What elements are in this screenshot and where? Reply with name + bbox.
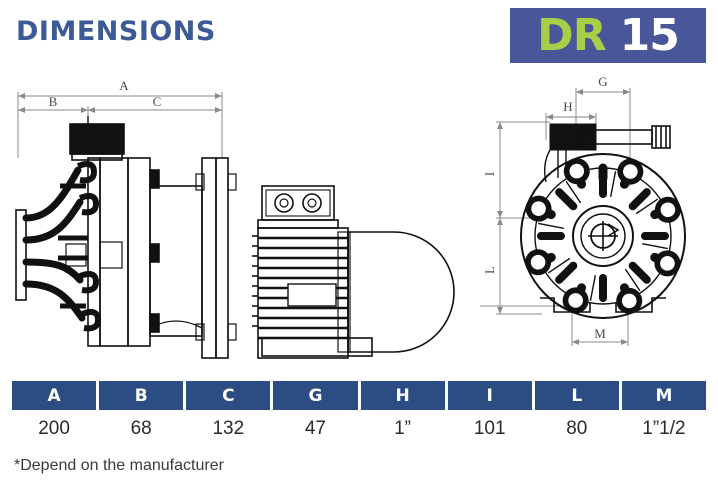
dim-arrow-c-left [88,107,95,113]
hub-keyway [588,221,620,251]
product-logo-badge: DR 15 [510,8,706,63]
table-value-cell: 1”1/2 [642,418,686,439]
dim-arrow-m-left [572,339,579,345]
logo-model-text: DR [537,9,606,61]
table-header-cell: B [99,381,184,410]
table-header-cell: H [360,381,445,410]
dim-label-a: A [119,78,129,93]
dim-arrow-m-right [621,339,628,345]
motor-left-fin-ticks [252,235,258,327]
dim-arrow-g-right [623,89,630,95]
table-header-row: A B C G H I L M [0,381,718,410]
dim-arrow-b-left [18,107,25,113]
table-header-cell: C [186,381,271,410]
pump-motor-side-view-drawing: A B C [15,78,455,359]
dim-label-m: M [594,326,606,341]
dim-arrow-h-left [546,114,553,120]
table-value-row: 200 68 132 47 1” 101 80 1”1/2 [0,416,718,442]
dim-arrow-i-top [497,122,503,129]
perimeter-bolt-bosses [525,158,681,314]
dim-arrow-l-bottom [497,307,503,314]
mounting-feet [540,297,666,313]
table-value-cell: 80 [566,418,588,439]
table-header-cell: A [12,381,97,410]
table-header-cell: I [447,381,532,410]
pump-head-front-view-drawing: G H I L M [480,74,686,346]
dim-label-h: H [563,99,572,114]
dim-label-b: B [49,94,58,109]
radial-vanes-inner [537,170,669,302]
manifold-tubes [22,166,86,322]
dimensions-table: A B C G H I L M 200 68 132 47 1” 101 80 … [0,381,718,442]
pump-assembly-geometry [15,116,455,359]
table-header-cell: G [273,381,358,410]
table-header-cell: L [534,381,619,410]
table-value-cell: 68 [130,418,152,439]
page-title: DIMENSIONS [16,16,216,47]
dim-arrow-a-left [18,93,25,99]
table-value-cell: 101 [473,418,506,439]
table-header-cell: M [621,381,706,410]
table-value-cell: 132 [212,418,245,439]
dim-label-l: L [482,266,497,274]
dim-arrow-a-right [215,93,222,99]
table-value-cell: 200 [38,418,70,439]
dim-arrow-h-right [589,114,596,120]
dim-arrow-i-bottom [497,211,503,218]
table-value-cell: 47 [304,418,326,439]
table-value-cell: 1” [394,418,412,439]
pump-head-front-geometry [520,123,686,319]
dim-label-c: C [153,94,162,109]
dim-arrow-b-right [81,107,88,113]
logo-number-text: 15 [619,9,680,61]
dim-arrow-l-top [497,218,503,225]
dim-label-i: I [482,172,497,176]
dimension-lines-side [17,92,223,158]
radial-ribs [538,171,668,301]
manifold-port-rings [58,183,88,309]
dim-arrow-c-right [215,107,222,113]
dim-label-g: G [598,74,607,89]
table-footnote: *Depend on the manufacturer [14,457,224,474]
dim-arrow-g-left [576,89,583,95]
